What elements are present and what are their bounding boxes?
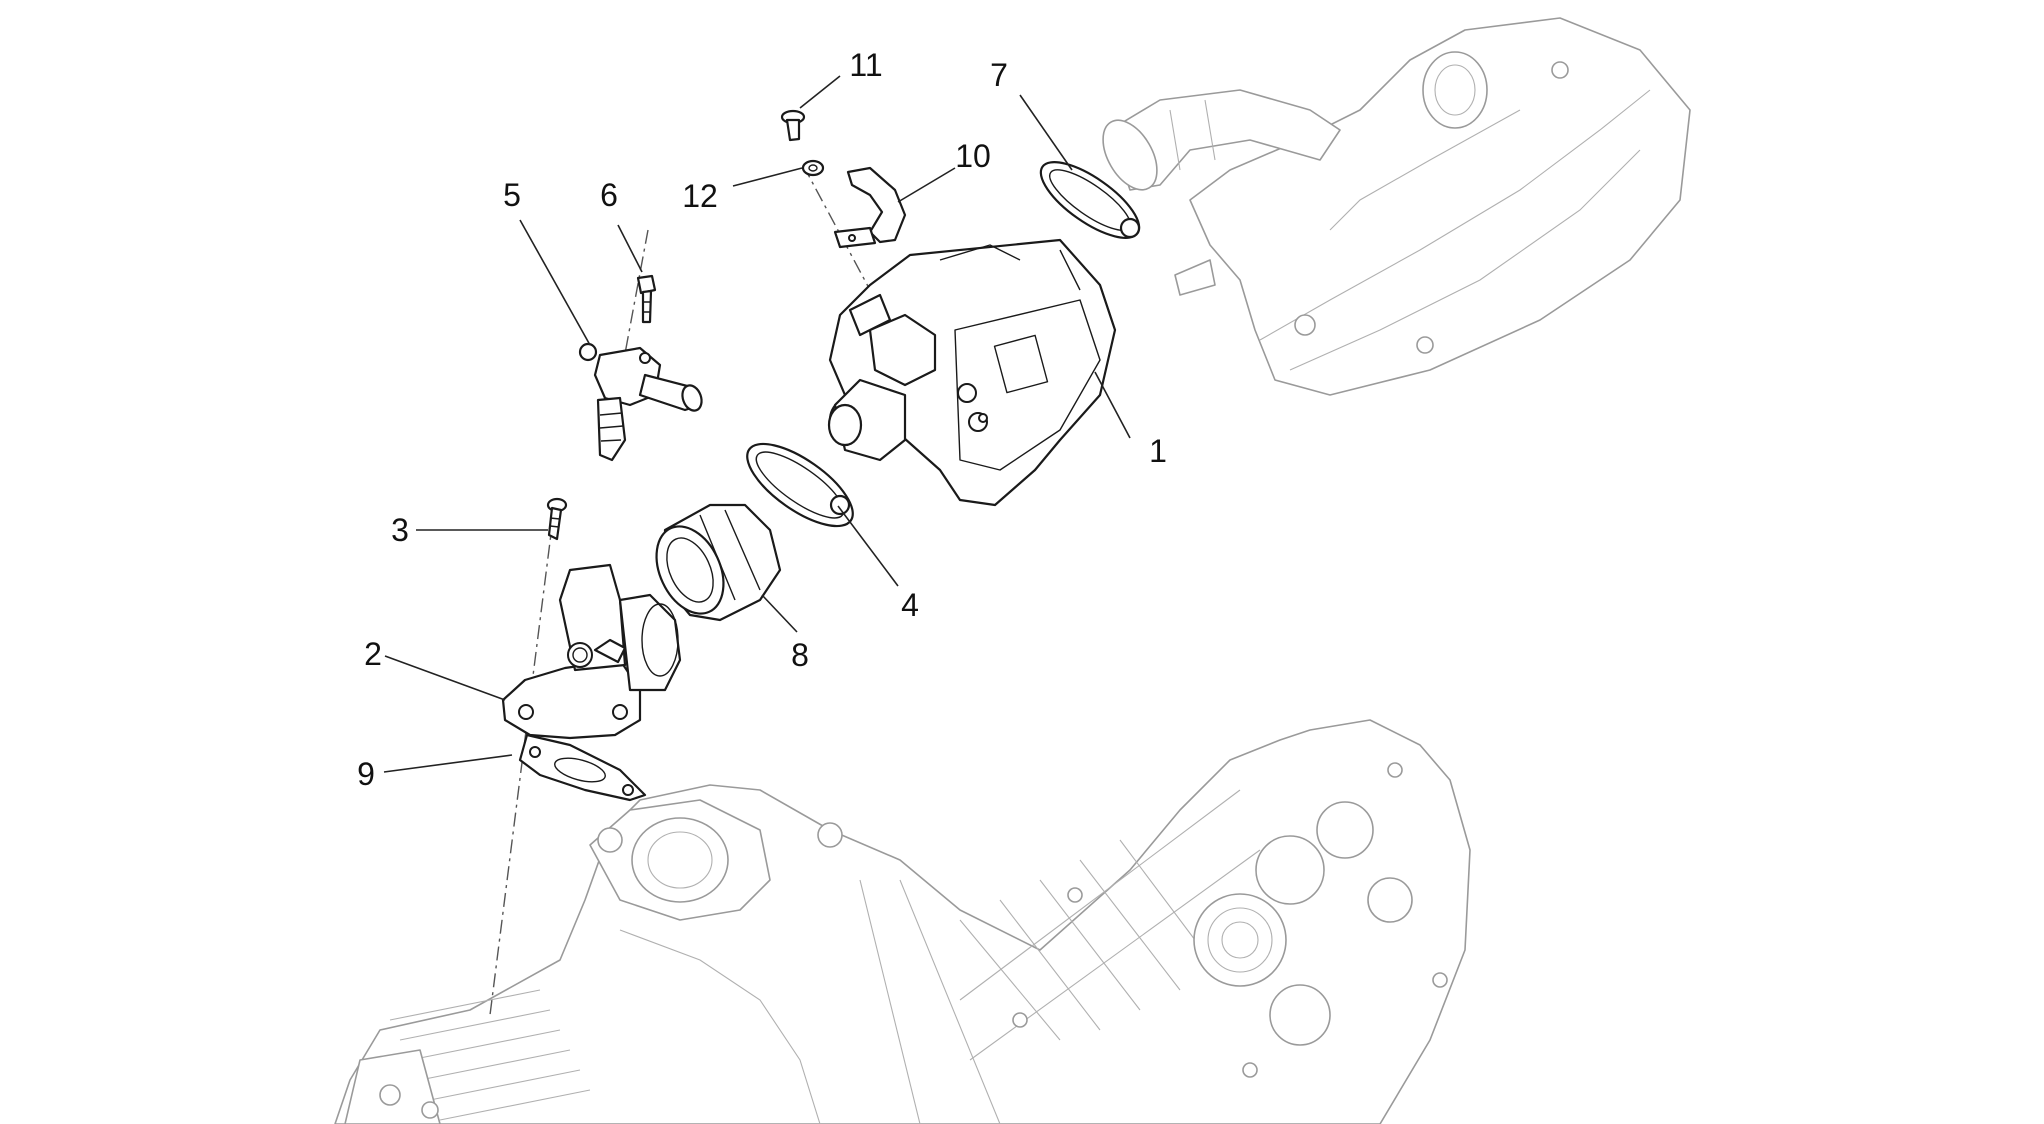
callout-3: 3 [391,512,409,548]
screw-3-part [546,497,568,541]
air-filter-housing-context [1102,17,1691,396]
callout-10: 10 [955,138,991,174]
hose-clamp-4-part [746,442,854,528]
leader-5 [519,219,591,346]
leader-9 [383,754,513,773]
callout-11: 11 [849,47,882,83]
bolt-6-part [636,274,657,324]
leader-2 [384,655,506,701]
screw-11-part [780,109,806,142]
callout-9: 9 [357,756,375,792]
callout-labels: 1 2 3 4 5 6 7 8 9 10 11 12 [357,47,1167,792]
leader-6 [617,224,643,273]
rubber-coupling-part [655,503,782,622]
callout-2: 2 [364,636,382,672]
leader-8 [761,594,798,633]
callout-8: 8 [791,637,809,673]
hose-clamp-7-part [1039,161,1141,239]
callout-6: 6 [600,177,618,213]
throttle-body-part [827,238,1117,507]
callout-1: 1 [1149,433,1167,469]
leader-1 [1094,371,1131,439]
bracket-part [833,166,907,249]
callout-12: 12 [682,178,718,214]
leader-10 [897,167,956,203]
engine-crankcase-context [334,719,1471,1124]
intake-manifold-part [501,563,682,740]
leader-7 [1019,94,1073,171]
washer-part [801,159,825,177]
callout-4: 4 [901,587,919,623]
callout-7: 7 [990,57,1008,93]
callout-5: 5 [503,177,521,213]
leader-12 [732,167,803,187]
leader-4 [837,505,899,587]
leader-11 [799,75,841,109]
leader-lines [383,75,1131,773]
gasket-part [518,733,647,802]
fuel-injector-part [578,342,703,462]
